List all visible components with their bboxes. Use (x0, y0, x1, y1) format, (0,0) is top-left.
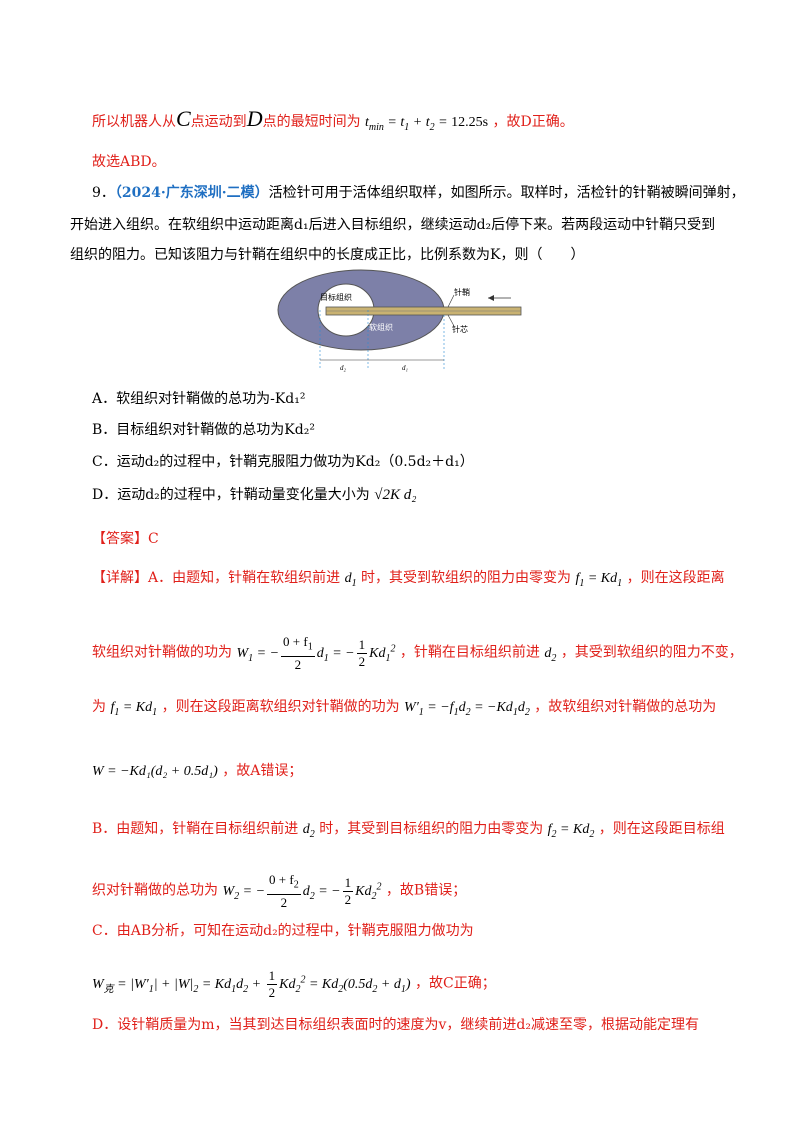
total-work-formula: W = −Kd₁(d₂ + 0.5d₁) (92, 764, 218, 779)
question-stem-1: 9．（2024·广东深圳·二模）活检针可用于活体组织取样，如图所示。取样时，活检… (92, 185, 745, 201)
detail-d-line1: D．设针鞘质量为m，当其到达目标组织表面时的速度为v，继续前进d₂减速至零，根据… (92, 1017, 699, 1033)
option-d: D．运动d₂的过程中，针鞘动量变化量大小为 √2K d₂ (92, 487, 417, 503)
detail-a-line3: 为 f1 = Kd1 ，则在这段距离软组织对针鞘做的功为 W′1 = −f1d2… (92, 699, 717, 718)
label-target-tissue: 目标组织 (320, 292, 352, 302)
option-b: B．目标组织对针鞘做的总功为Kd₂² (92, 422, 315, 438)
label-core: 针芯 (452, 324, 468, 334)
tmin-formula: tmin = t1 + t2 = 12.25s (365, 115, 489, 133)
answer-label: 【答案】C (92, 531, 159, 547)
option-c: C．运动d₂的过程中，针鞘克服阻力做功为Kd₂（0.5d₂＋d₁） (92, 454, 474, 470)
label-sheath: 针鞘 (454, 287, 470, 297)
question-stem-2: 开始进入组织。在软组织中运动距离d₁后进入目标组织，继续运动d₂后停下来。若两段… (70, 217, 716, 233)
detail-c-line1: C．由AB分析，可知在运动d₂的过程中，针鞘克服阻力做功为 (92, 923, 474, 939)
option-a: A．软组织对针鞘做的总功为-Kd₁² (92, 391, 306, 407)
label-soft-tissue: 软组织 (369, 322, 393, 332)
option-d-formula: √2K d₂ (374, 487, 417, 503)
question-source: （2024·广东深圳·二模） (114, 185, 269, 201)
label-d2: d₂ (340, 364, 347, 372)
direction-arrow-icon (488, 295, 494, 301)
biopsy-needle-figure: 目标组织 软组织 针鞘 针芯 d₂ d₁ (277, 269, 522, 372)
detail-a-line1: 【详解】A．由题知，针鞘在软组织前进 d1 时，其受到软组织的阻力由零变为 f1… (92, 570, 725, 589)
label-d1: d₁ (402, 364, 408, 372)
detail-a-line4: W = −Kd₁(d₂ + 0.5d₁) ，故A错误； (92, 763, 303, 779)
prev-answer-line: 所以机器人从C点运动到D点的最短时间为 tmin = t1 + t2 = 12.… (92, 106, 574, 133)
question-stem-3: 组织的阻力。已知该阻力与针鞘在组织中的长度成正比，比例系数为K，则（ ） (70, 247, 585, 263)
prev-conclusion: 故选ABD。 (92, 154, 166, 170)
detail-b-line1: B．由题知，针鞘在目标组织前进 d2 时，其受到目标组织的阻力由零变为 f2 =… (92, 821, 725, 840)
